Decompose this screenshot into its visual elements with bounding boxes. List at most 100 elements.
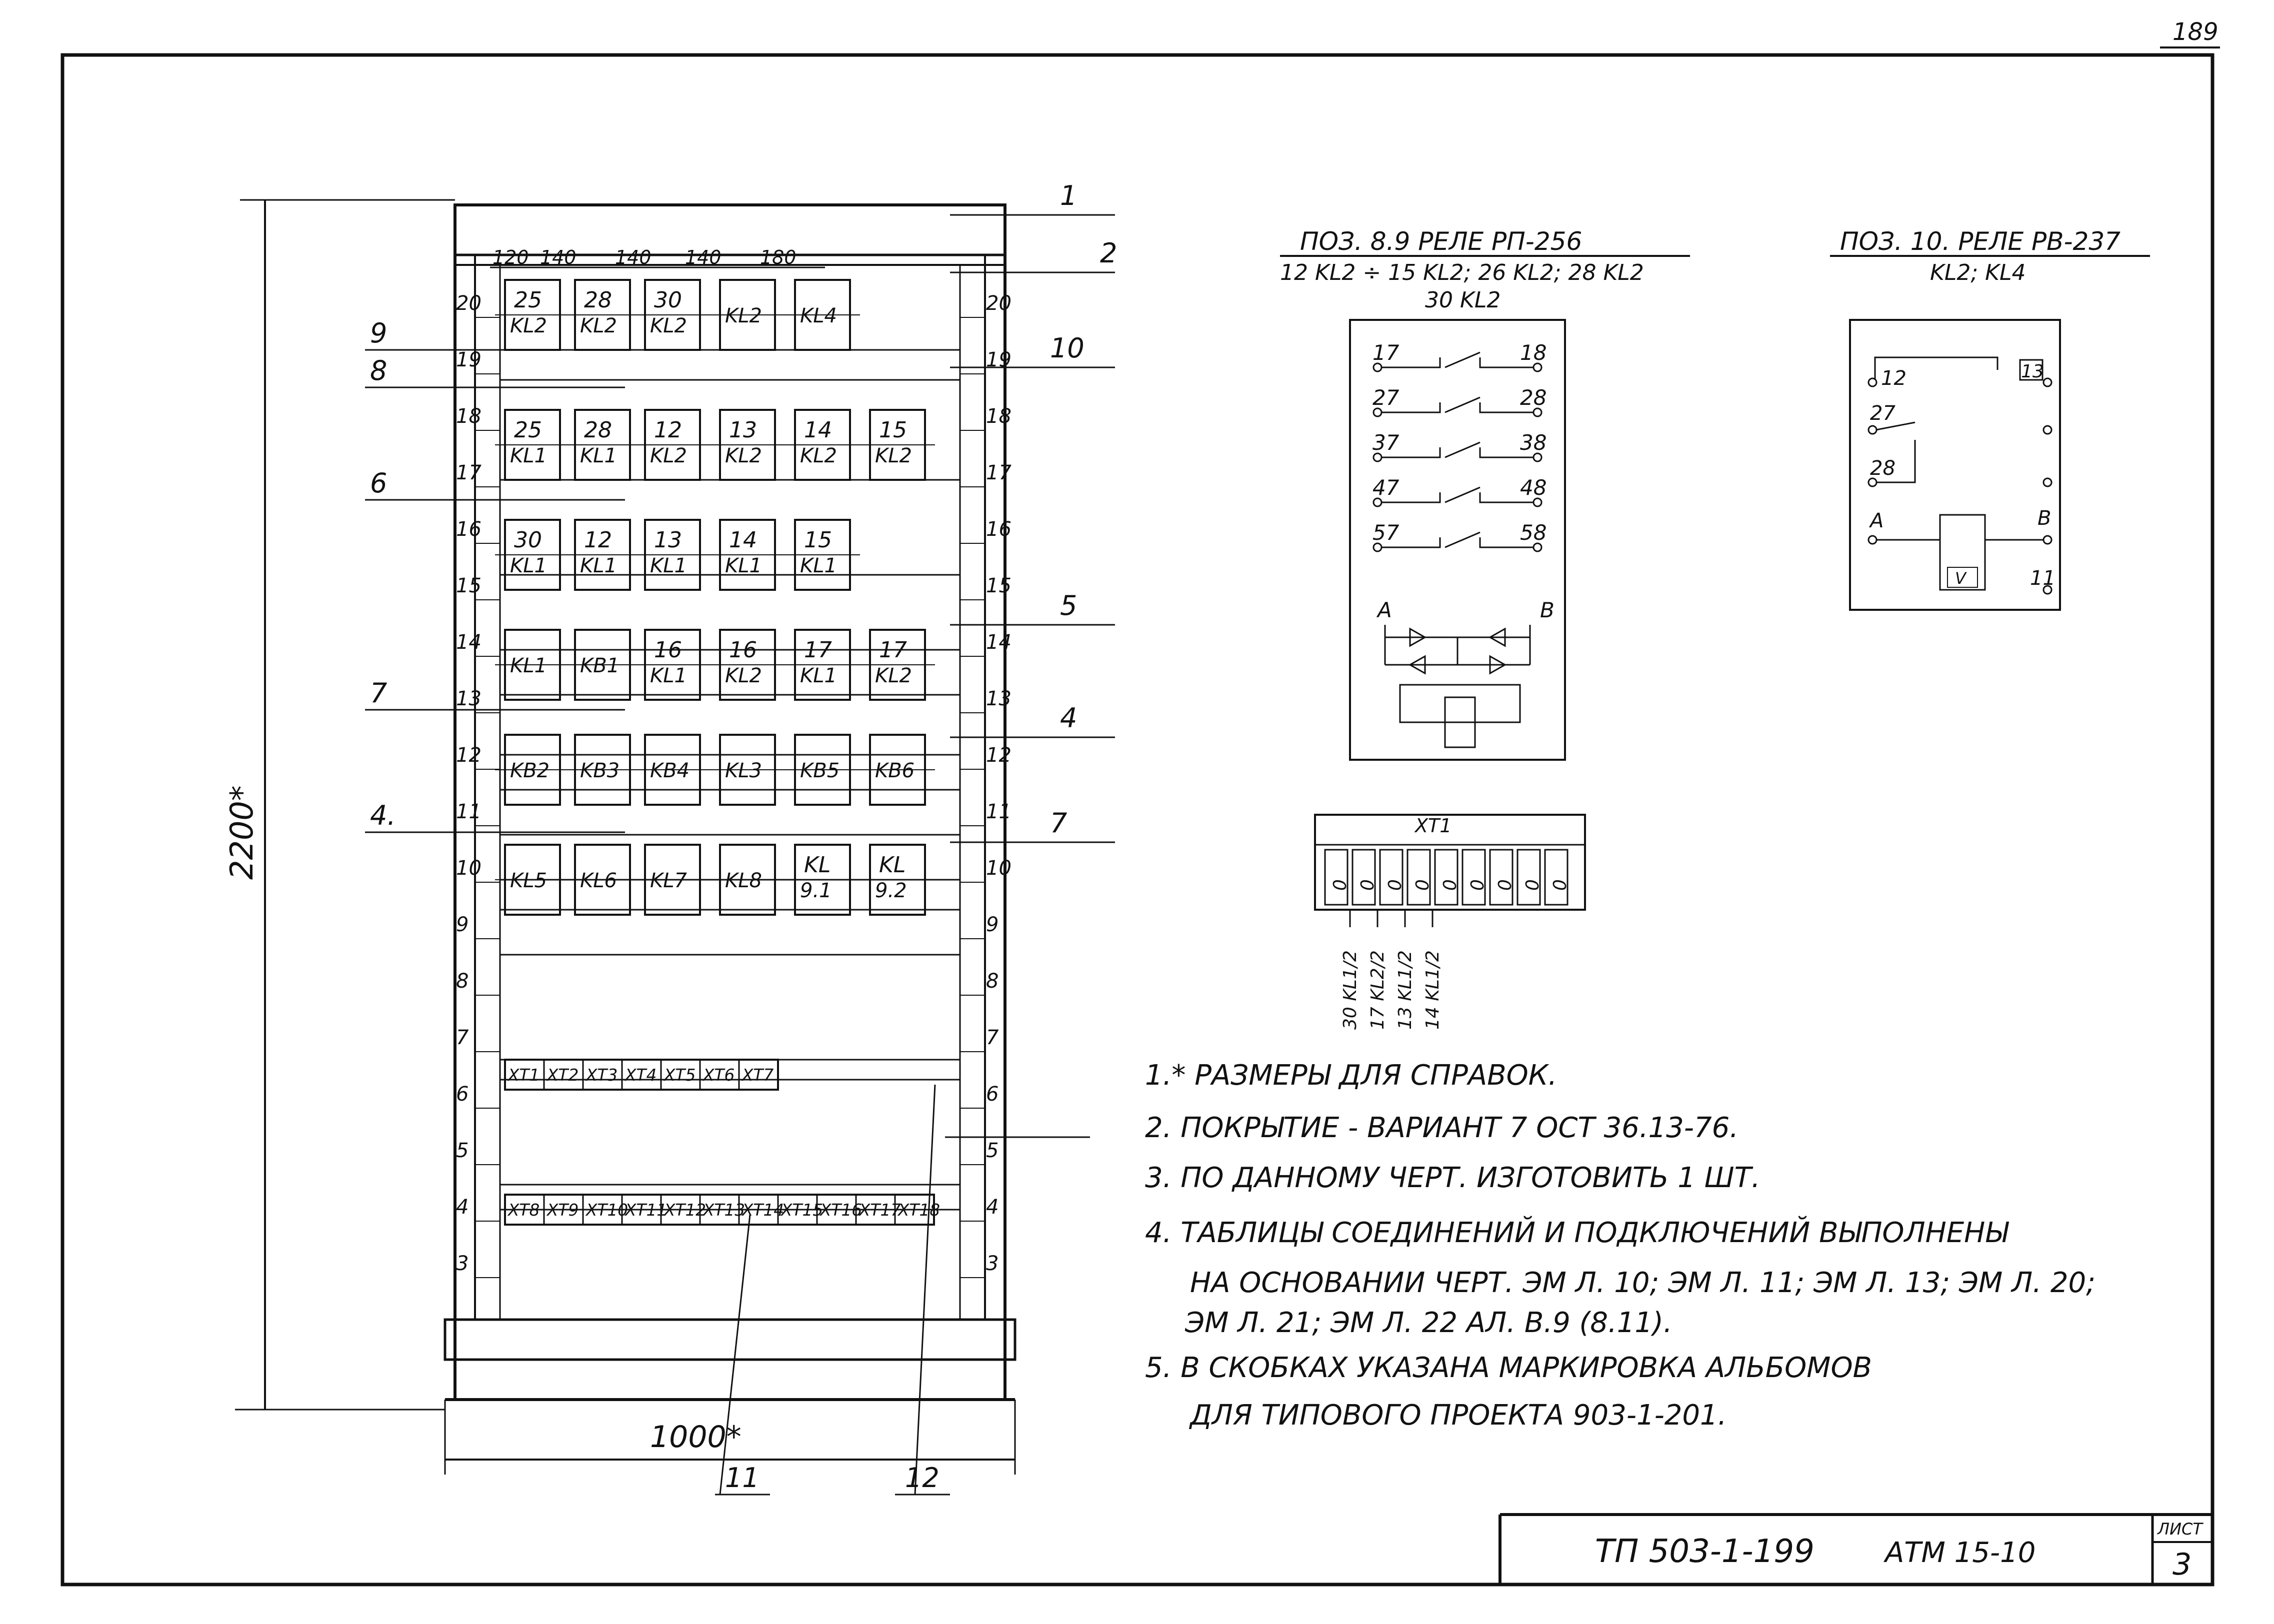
relay-designation: KL2: [725, 664, 762, 687]
relay-designation: KL4: [800, 304, 837, 327]
contact-pin: 47: [1372, 475, 1400, 500]
relay-designation: KL6: [580, 869, 617, 892]
relay-position: 13: [729, 417, 757, 443]
leader-number-left: 4.: [370, 800, 396, 831]
rail-number-right: 4: [986, 1196, 998, 1219]
rail-number-left: 4: [456, 1196, 468, 1219]
relay-designation: KL2: [725, 304, 762, 327]
sheet-number: 3: [2172, 1547, 2192, 1582]
svg-text:B: B: [2038, 507, 2051, 530]
relay-designation: 9.1: [800, 879, 832, 902]
note-line: 2. ПОКРЫТИЕ - ВАРИАНТ 7 ОСТ 36.13-76.: [1145, 1112, 1738, 1144]
relay-designation: KL1: [510, 654, 547, 677]
rail-number-right: 15: [986, 574, 1012, 597]
svg-text:180: 180: [760, 246, 796, 268]
rail-number-left: 7: [456, 1026, 469, 1049]
svg-text:B: B: [1540, 598, 1554, 622]
rail-number-right: 18: [986, 405, 1012, 428]
rail-number-right: 16: [986, 518, 1012, 541]
rail-number-left: 10: [456, 857, 482, 880]
relay-position: 30: [514, 527, 542, 553]
terminal-cell-text: 0: [1358, 879, 1378, 891]
note-line: НА ОСНОВАНИИ ЧЕРТ. ЭМ Л. 10; ЭМ Л. 11; Э…: [1190, 1267, 2096, 1299]
svg-text:A: A: [1868, 509, 1884, 532]
relay-designation: KL2: [875, 664, 912, 687]
rail-number-right: 20: [986, 292, 1012, 315]
xt1-wire-label: 13 KL1/2: [1395, 950, 1416, 1030]
contact-pin: 37: [1372, 430, 1400, 455]
terminal-cell-text: 0: [1550, 879, 1570, 891]
leader-number-right: 10: [1050, 332, 1084, 364]
sheet-number-top: 189: [2172, 18, 2218, 46]
rail-number-left: 17: [456, 461, 482, 484]
contact-pin: 17: [1372, 340, 1400, 365]
terminal-cell: [1462, 849, 1486, 906]
contact-pin: 38: [1520, 430, 1546, 455]
rail-number-left: 3: [456, 1252, 468, 1275]
sheet-frame: [60, 53, 2214, 1587]
relay-position: 14: [729, 527, 757, 553]
rail-number-left: 13: [456, 687, 482, 710]
leader-number-left: 6: [370, 467, 387, 499]
relay-designation: KL1: [650, 664, 687, 687]
rail-number-left: 14: [456, 631, 482, 654]
terminal-label: XT13: [702, 1201, 745, 1220]
notes: 1.* РАЗМЕРЫ ДЛЯ СПРАВОК.2. ПОКРЫТИЕ - ВА…: [1145, 1059, 2096, 1432]
rail-number-left: 18: [456, 405, 482, 428]
relay-designation: KL1: [650, 554, 687, 577]
terminal-label: XT17: [858, 1201, 901, 1220]
svg-text:140: 140: [685, 246, 722, 268]
relay1-sub1: 12 KL2 ÷ 15 KL2; 26 KL2; 28 KL2: [1280, 260, 1644, 285]
svg-text:140: 140: [540, 246, 576, 268]
rail-number-right: 6: [986, 1083, 998, 1106]
rail-number-left: 15: [456, 574, 482, 597]
terminal-cell: [1324, 849, 1348, 906]
leader-number-right: 4: [1060, 702, 1077, 734]
rail-number-right: 3: [986, 1252, 998, 1275]
relay-designation: KL1: [510, 444, 547, 467]
xt1-label: XT1: [1414, 815, 1452, 837]
relay-position: 28: [584, 287, 612, 313]
terminal-cell: [1352, 849, 1376, 906]
svg-text:12: 12: [1881, 367, 1906, 390]
terminal-label: XT6: [702, 1066, 734, 1085]
terminal-label: XT4: [624, 1066, 656, 1085]
relay-designation: KL2: [650, 314, 687, 337]
terminal-cell-text: 0: [1412, 879, 1433, 891]
relay-position: 15: [879, 417, 907, 443]
relay-position: 13: [654, 527, 682, 553]
relay2-title: ПОЗ. 10. РЕЛЕ РВ-237: [1840, 227, 2120, 256]
leader-number-left: 7: [370, 677, 387, 709]
note-line: 4. ТАБЛИЦЫ СОЕДИНЕНИЙ И ПОДКЛЮЧЕНИЙ ВЫПО…: [1145, 1217, 2009, 1249]
relay-designation: KB3: [580, 759, 620, 782]
height-dimension: 2200*: [224, 199, 455, 1411]
terminal-label: XT18: [897, 1201, 940, 1220]
rail-number-right: 9: [986, 913, 998, 936]
rail-number-left: 16: [456, 518, 482, 541]
rail-number-right: 12: [986, 744, 1012, 767]
terminal-cell-text: 0: [1330, 879, 1350, 891]
relay-position: 14: [804, 417, 832, 443]
terminal-label: XT2: [546, 1066, 578, 1085]
leader-number-right: 5: [1060, 590, 1077, 621]
relay-designation: KB2: [510, 759, 550, 782]
sheet-label: ЛИСТ: [2157, 1520, 2204, 1539]
relay-designation: KL3: [725, 759, 762, 782]
terminal-label: XT12: [663, 1201, 706, 1220]
terminal-label: XT8: [507, 1201, 540, 1220]
leader-number-bottom: 12: [905, 1462, 940, 1494]
rail-number-right: 10: [986, 857, 1012, 880]
relay-position: 25: [514, 417, 542, 443]
leader-number-left: 9: [370, 317, 387, 349]
contact-pin: 28: [1520, 385, 1546, 410]
terminal-label: XT9: [546, 1201, 578, 1220]
title-block: ТП 503-1-199 АТМ 15-10 ЛИСТ 3: [1498, 1513, 2212, 1585]
relay-position: 16: [729, 637, 757, 663]
terminal-cell: [1379, 849, 1404, 906]
rail-number-left: 6: [456, 1083, 468, 1106]
leader-number-left: 8: [370, 355, 387, 386]
rail-number-left: 8: [456, 970, 468, 993]
terminal-cell-text: 0: [1522, 879, 1543, 891]
